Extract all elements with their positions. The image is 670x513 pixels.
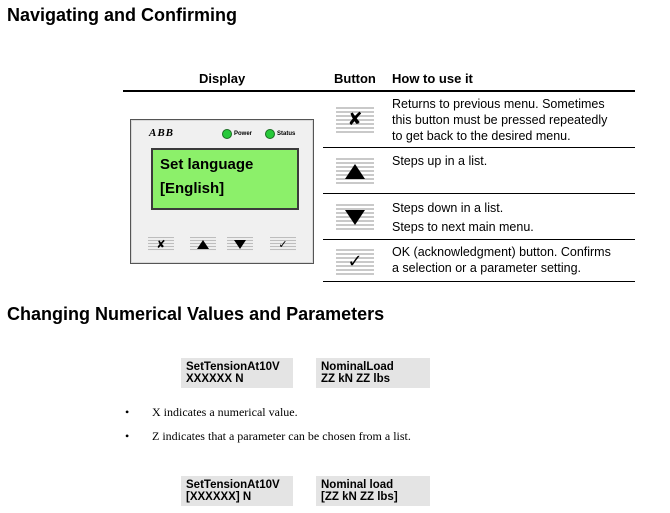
table-row-description: OK (acknowledgment) button. Confirms a s… [392,245,611,275]
section-title-changing: Changing Numerical Values and Parameters [7,304,385,324]
table-row-divider [323,193,635,194]
section-title-navigating: Navigating and Confirming [7,5,238,25]
panel-down-button [227,237,253,251]
arrow-down-icon [234,239,246,249]
checkmark-icon: ✓ [347,251,363,272]
example-box-list: NominalLoad ZZ kN ZZ lbs [316,358,430,388]
lcd-display: Set language [English] [151,148,299,210]
arrow-down-icon [345,209,365,225]
arrow-up-icon [197,239,209,249]
status-label: Status [277,131,296,137]
power-label: Power [234,131,253,137]
table-row-divider [323,147,635,148]
back-x-icon: ✘ [156,237,166,251]
panel-up-button [190,237,216,251]
arrow-up-icon [345,163,365,179]
bullet-marker: • [125,405,130,419]
table-row-description: Steps down in a list. Steps to next main… [392,201,534,234]
abb-logo: ABB [149,127,175,139]
back-x-icon: ✘ [347,109,363,130]
table-row-description: Steps up in a list. [392,154,488,168]
power-led-icon [222,129,232,139]
down-button-illustration [336,204,374,230]
status-led-icon [265,129,275,139]
device-panel: ABB Power Status Set language [English] … [130,119,314,264]
column-header-button: Button [334,71,376,86]
lcd-line-2: [English] [160,180,225,197]
checkmark-icon: ✓ [278,237,288,251]
panel-ok-button: ✓ [270,237,296,251]
bullet-text-list: Z indicates that a parameter can be chos… [152,429,411,443]
table-row-divider [323,239,635,240]
table-bottom-rule [323,281,635,282]
example-box-list-edit: Nominal load [ZZ kN ZZ lbs] [316,476,430,506]
bullet-marker: • [125,429,130,443]
column-header-display: Display [199,71,246,86]
panel-back-button: ✘ [148,237,174,251]
up-button-illustration [336,158,374,184]
lcd-line-1: Set language [160,156,254,173]
table-header-rule [123,90,635,92]
example-box-numeric: SetTensionAt10V XXXXXX N [181,358,293,388]
table-row-description: Returns to previous menu. Sometimes this… [392,97,608,143]
ok-button-illustration: ✓ [336,249,374,275]
back-button-illustration: ✘ [336,107,374,133]
column-header-how: How to use it [392,71,473,86]
bullet-text-numeric: X indicates a numerical value. [152,405,298,419]
example-box-numeric-edit: SetTensionAt10V [XXXXXX] N [181,476,293,506]
